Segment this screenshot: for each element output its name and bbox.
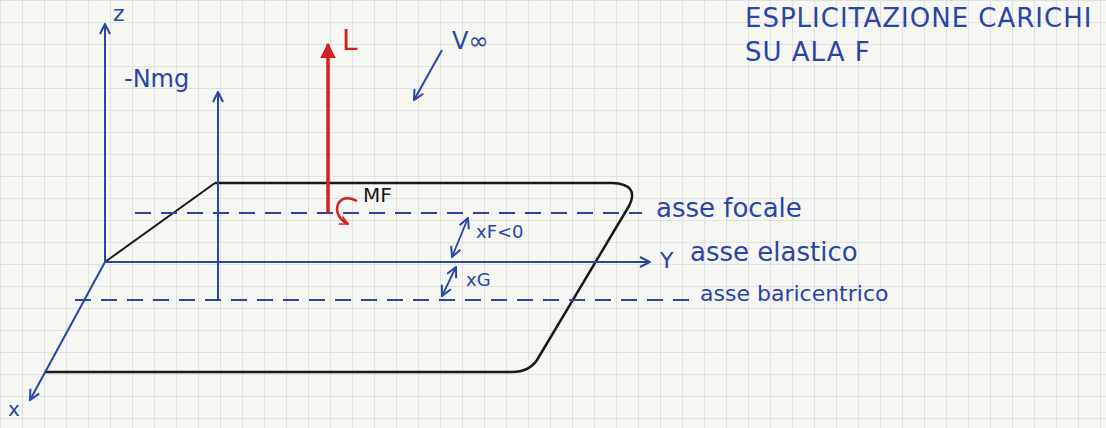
freestream-arrow [414,50,442,100]
weight-arrow [217,92,219,300]
wing-root [105,183,215,262]
centroid-axis [75,299,690,301]
axis-label: Y [660,249,673,273]
lift-arrow [326,44,330,213]
y-axis [105,261,650,263]
axis-name: asse elastico [690,238,858,267]
dimension-label: xF<0 [476,222,524,242]
axis-label: z [113,2,125,26]
xg-dimension [442,267,456,296]
force-label: L [342,26,358,57]
axis-name: asse focale [656,194,802,223]
dimension-label: xG [466,270,491,290]
axis-name: asse baricentrico [700,282,888,306]
moment-label: MF [363,184,392,206]
axis-label: x [8,398,20,420]
focal-axis [135,212,642,214]
moment-arrow [337,198,357,224]
force-label: -Nmg [124,66,189,92]
velocity-label: V∞ [452,28,488,54]
wing-outline [45,183,632,372]
page-title: ESPLICITAZIONE CARICHI SU ALA F [745,2,1100,70]
z-axis [104,24,106,262]
xf-dimension [452,218,468,257]
x-axis [30,262,105,400]
